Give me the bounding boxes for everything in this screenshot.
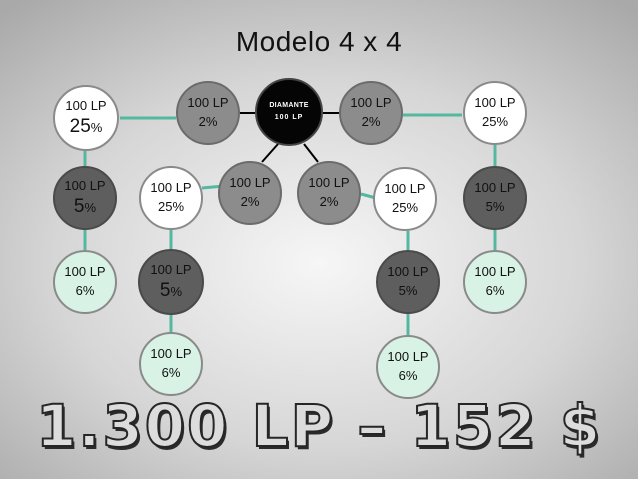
total-summary: 1.300 LP – 152 $ xyxy=(35,391,603,461)
slide-title: Modelo 4 x 4 xyxy=(235,26,403,57)
node-r3-5c: 100 LP 5% xyxy=(138,249,204,315)
node-label: 100 LP xyxy=(65,97,107,113)
node-r3-6b: 100 LP 6% xyxy=(463,250,527,314)
node-label: 100 LP xyxy=(64,177,106,193)
node-r4-6d: 100 LP 6% xyxy=(376,335,440,399)
node-r1-left: 100 LP 25% xyxy=(53,85,119,151)
node-r2-5a: 100 LP 5% xyxy=(53,166,117,230)
node-label: 100 LP xyxy=(384,181,426,197)
node-percent: 25% xyxy=(391,200,419,215)
node-percent: 5% xyxy=(398,283,418,298)
node-label: 100 LP xyxy=(387,349,429,365)
node-label: 100 LP xyxy=(150,346,192,362)
node-percent: 6% xyxy=(161,365,181,380)
node-r4-6c: 100 LP 6% xyxy=(139,332,203,396)
node-r1-right: 100 LP 25% xyxy=(463,81,527,145)
node-percent: 25% xyxy=(481,114,509,129)
node-percent: 25% xyxy=(69,115,103,137)
node-label: 100 LP xyxy=(229,175,271,191)
node-r2-2d: 100 LP 2% xyxy=(297,161,361,225)
node-label: 100 LP xyxy=(150,180,192,196)
node-r1-2a: 100 LP 2% xyxy=(176,81,240,145)
node-label: 100 LP xyxy=(474,264,516,280)
connector-line xyxy=(303,143,319,163)
node-percent: 6% xyxy=(485,283,505,298)
node-label: 100 LP xyxy=(308,175,350,191)
node-label: 100 LP xyxy=(150,261,192,277)
node-r3-6a: 100 LP 6% xyxy=(53,250,117,314)
root-value: 100 LP xyxy=(274,113,304,121)
node-percent-unit: % xyxy=(90,119,103,135)
node-percent: 5% xyxy=(485,199,505,214)
node-label: 100 LP xyxy=(187,95,229,111)
node-label: 100 LP xyxy=(474,95,516,111)
connector-line xyxy=(261,143,279,163)
node-label: 100 LP xyxy=(474,180,516,196)
node-percent: 2% xyxy=(198,114,218,129)
node-label: 100 LP xyxy=(64,264,106,280)
node-percent: 25% xyxy=(157,199,185,214)
node-label: 100 LP xyxy=(387,264,429,280)
node-r2-2c: 100 LP 2% xyxy=(218,161,282,225)
node-percent: 5% xyxy=(73,195,97,217)
node-r2-25a: 100 LP 25% xyxy=(139,166,203,230)
node-percent: 6% xyxy=(398,368,418,383)
root-label: DIAMANTE xyxy=(269,102,309,110)
node-r3-5d: 100 LP 5% xyxy=(376,250,440,314)
node-r2-5b: 100 LP 5% xyxy=(463,166,527,230)
node-percent: 2% xyxy=(240,194,260,209)
node-percent-unit: % xyxy=(84,199,97,215)
node-r1-2b: 100 LP 2% xyxy=(339,81,403,145)
node-percent: 6% xyxy=(75,283,95,298)
node-percent: 2% xyxy=(319,194,339,209)
node-percent: 5% xyxy=(159,279,183,301)
node-percent: 2% xyxy=(361,114,381,129)
node-label: 100 LP xyxy=(350,95,392,111)
node-percent-unit: % xyxy=(170,283,183,299)
node-r2-25b: 100 LP 25% xyxy=(373,167,437,231)
root-node-diamante: DIAMANTE 100 LP xyxy=(255,78,323,146)
